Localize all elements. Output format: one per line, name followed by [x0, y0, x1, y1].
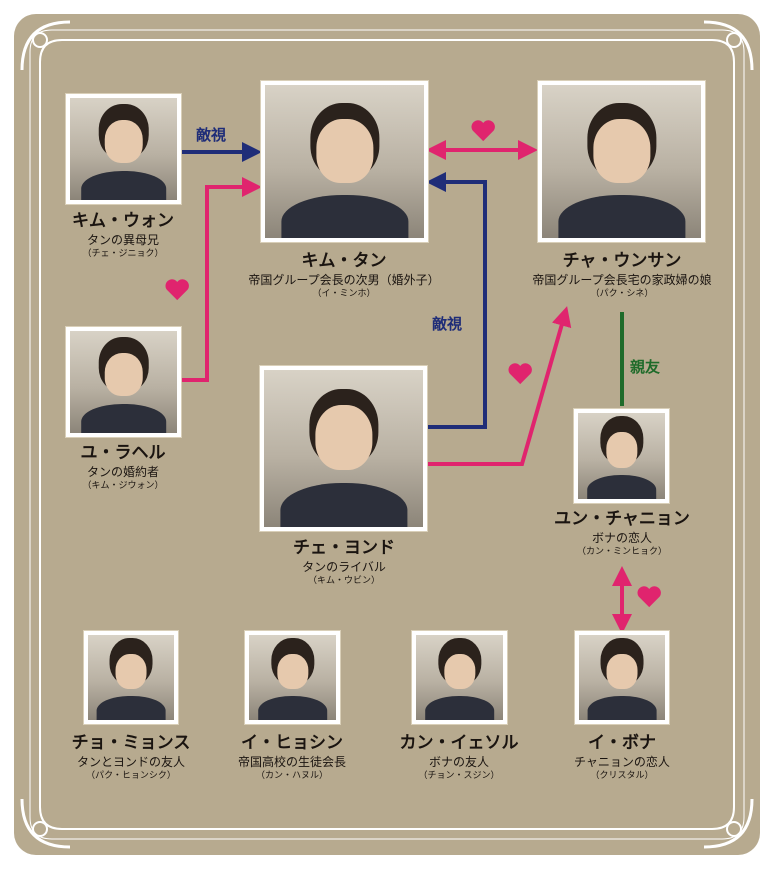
character-role: 帝国高校の生徒会長 [237, 755, 347, 770]
yoon-chanyoung-photo [573, 408, 670, 504]
character-actor: （パク・シネ） [590, 288, 654, 299]
character-role: 帝国グループ会長の次男（婚外子） [248, 273, 440, 288]
heart-icon [165, 279, 189, 301]
character-actor: （キム・ウビン） [307, 575, 380, 586]
rival-label-youngdo-tan: 敵視 [432, 315, 463, 333]
kim-tan-photo [260, 80, 429, 243]
yoo-rachel-photo [65, 326, 182, 438]
jo-myungsoo-photo [83, 630, 179, 725]
character-role: タンの異母兄 [86, 233, 159, 248]
character-role: ボナの恋人 [591, 531, 652, 546]
character-actor: （イ・ミンホ） [312, 288, 376, 299]
character-actor: （カン・ミンヒョク） [576, 546, 667, 557]
choi-youngdo-photo [259, 365, 428, 532]
friend-label-eunsang-chanyoung: 親友 [630, 358, 661, 376]
character-actor: （キム・ジウォン） [82, 480, 164, 491]
character-role: チャニョンの恋人 [574, 755, 670, 770]
character-name: イ・ヒョシン [240, 733, 343, 753]
character-role: タンとヨンドの友人 [76, 755, 186, 770]
character-role: タンのライバル [302, 560, 386, 575]
kang-yeseul-label: カン・イェソル ボナの友人 （チョン・スジン） [400, 733, 519, 782]
character-name: チェ・ヨンド [293, 538, 395, 558]
love-arrow-rachel-tan [182, 177, 262, 382]
cha-eunsang-label: チャ・ウンサン 帝国グループ会長宅の家政婦の娘 （パク・シネ） [532, 251, 711, 300]
yoon-chanyoung-label: ユン・チャニョン ボナの恋人 （カン・ミンヒョク） [554, 509, 690, 558]
jo-myungsoo-label: チョ・ミョンス タンとヨンドの友人 （パク・ヒョンシク） [72, 733, 191, 782]
character-name: ユ・ラヘル [80, 443, 166, 463]
cha-eunsang-photo [537, 80, 706, 243]
character-name: チョ・ミョンス [71, 733, 191, 753]
character-actor: （チェ・ジニョク） [82, 248, 164, 259]
lee-hyoshin-label: イ・ヒョシン 帝国高校の生徒会長 （カン・ハヌル） [238, 733, 346, 782]
rival-arrow-youngdo-tan [426, 172, 487, 429]
kang-yeseul-photo [411, 630, 508, 725]
character-name: チャ・ウンサン [562, 251, 682, 271]
kim-won-photo [65, 93, 182, 205]
heart-icon [637, 586, 661, 608]
rival-label-won-tan: 敵視 [196, 126, 227, 144]
character-role: ボナの友人 [428, 755, 489, 770]
kim-tan-label: キム・タン 帝国グループ会長の次男（婚外子） （イ・ミンホ） [248, 251, 439, 300]
lee-hyoshin-photo [244, 630, 341, 725]
character-name: カン・イェソル [399, 733, 519, 753]
character-name: ユン・チャニョン [554, 509, 690, 529]
lee-bona-label: イ・ボナ チャニョンの恋人 （クリスタル） [574, 733, 670, 782]
yoo-rachel-label: ユ・ラヘル タンの婚約者 （キム・ジウォン） [81, 443, 166, 492]
character-actor: （カン・ハヌル） [255, 770, 329, 781]
heart-icon [471, 120, 495, 142]
lee-bona-photo [574, 630, 670, 725]
heart-icon [508, 363, 532, 385]
character-actor: （クリスタル） [590, 770, 654, 781]
choi-youngdo-label: チェ・ヨンド タンのライバル （キム・ウビン） [293, 538, 395, 587]
character-role: タンの婚約者 [86, 465, 159, 480]
character-name: イ・ボナ [587, 733, 656, 753]
character-actor: （パク・ヒョンシク） [86, 770, 176, 781]
character-name: キム・タン [301, 251, 387, 271]
love-arrow-youngdo-eunsang [428, 306, 572, 466]
character-role: 帝国グループ会長宅の家政婦の娘 [532, 273, 712, 288]
character-name: キム・ウォン [72, 211, 174, 231]
character-actor: （チョン・スジン） [418, 770, 500, 781]
kim-won-label: キム・ウォン タンの異母兄 （チェ・ジニョク） [72, 211, 174, 260]
